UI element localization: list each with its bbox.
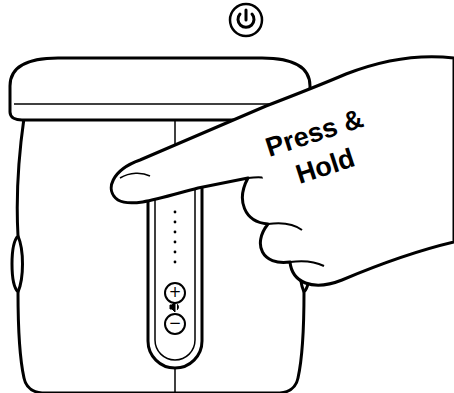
button-circle: + bbox=[164, 282, 186, 304]
button-circle: − bbox=[164, 313, 186, 335]
nail bbox=[120, 173, 150, 178]
cap-seam bbox=[14, 103, 306, 105]
pressing-hand bbox=[111, 57, 454, 285]
button-symbol: − bbox=[169, 316, 182, 331]
finger-crease bbox=[290, 261, 324, 266]
led-dots bbox=[174, 211, 177, 264]
power-icon bbox=[230, 4, 262, 36]
finger-crease bbox=[268, 223, 302, 230]
button-symbol: + bbox=[169, 285, 182, 300]
side-grip bbox=[18, 236, 23, 292]
